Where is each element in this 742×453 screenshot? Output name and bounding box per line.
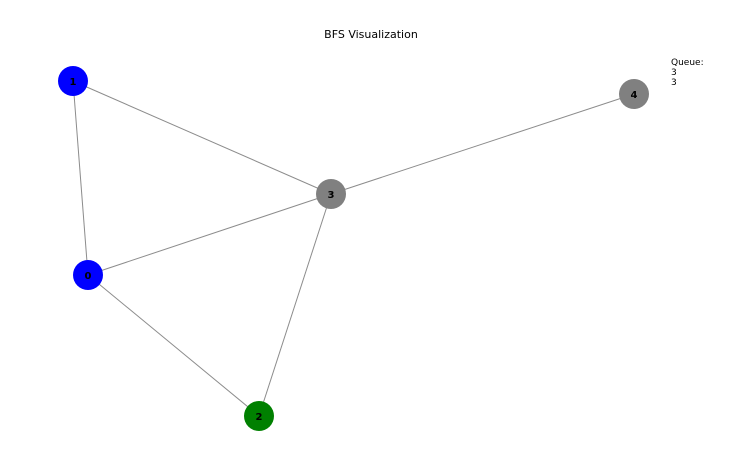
edge-3-2 [258,193,332,417]
node-circle [73,260,103,290]
node-circle [58,66,88,96]
edge-0-2 [87,274,260,417]
edge-1-0 [72,80,89,276]
edge-3-0 [87,193,332,276]
edge-3-4 [330,93,635,195]
node-circle [244,401,274,431]
node-label: 2 [256,412,263,423]
graph-node-3: 3 [316,179,346,209]
node-label: 4 [631,90,638,101]
node-label: 3 [328,190,335,201]
node-label: 1 [70,77,77,88]
node-label: 0 [85,271,92,282]
graph-node-1: 1 [58,66,88,96]
graph-node-0: 0 [73,260,103,290]
figure-title: BFS Visualization [324,28,418,41]
node-circle [316,179,346,209]
queue-panel: Queue: 3 3 [671,58,704,88]
graph-node-4: 4 [619,79,649,109]
nodes-layer: 0 1 2 3 4 [58,66,649,431]
node-circle [619,79,649,109]
edge-1-3 [72,80,332,195]
queue-label: Queue: [671,58,704,68]
edges-layer [72,80,635,417]
queue-item: 3 [671,78,677,88]
queue-item: 3 [671,68,677,78]
graph-node-2: 2 [244,401,274,431]
